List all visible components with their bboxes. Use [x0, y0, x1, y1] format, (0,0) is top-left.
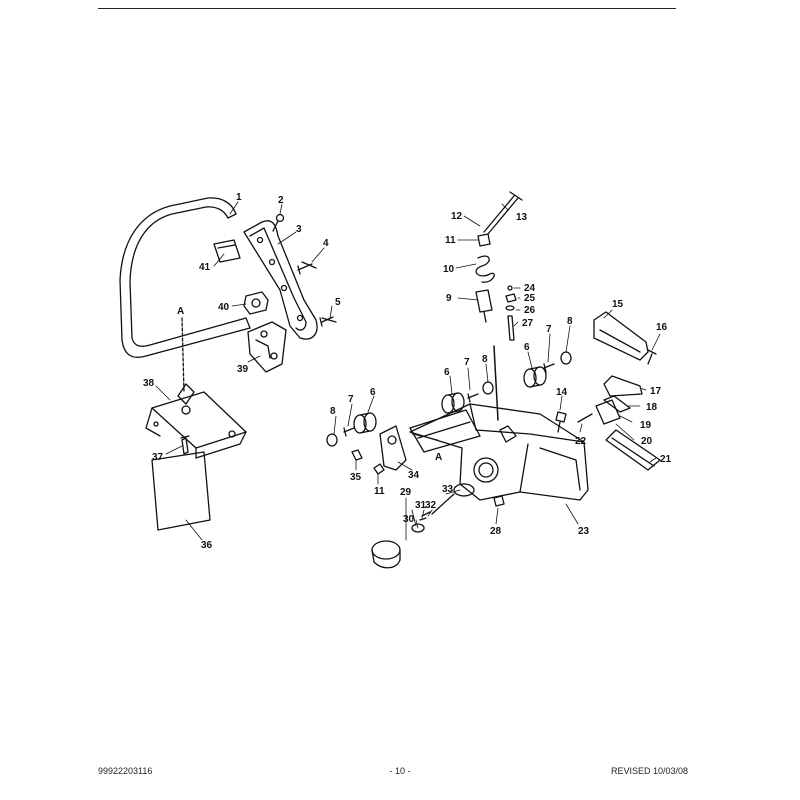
screw-5 [319, 316, 337, 327]
callout-21: 21 [660, 454, 672, 465]
callout-8b: 8 [482, 354, 488, 365]
callout-38: 38 [143, 378, 155, 389]
nut-8c [560, 351, 572, 365]
callout-5: 5 [335, 297, 341, 308]
bracket-34 [379, 425, 407, 471]
callout-36: 36 [201, 540, 213, 551]
callout-6a: 6 [370, 387, 376, 398]
callout-19: 19 [640, 420, 652, 431]
callout-16: 16 [656, 322, 668, 333]
callout-35: 35 [350, 472, 362, 483]
callout-41: 41 [199, 262, 211, 273]
screw-28 [493, 495, 505, 507]
part-24 [507, 285, 513, 291]
screw-7b [467, 393, 479, 403]
callout-10: 10 [443, 264, 455, 275]
callout-9: 9 [446, 293, 452, 304]
callout-40: 40 [218, 302, 230, 313]
plate-36 [151, 451, 211, 531]
clip-33 [431, 483, 475, 515]
mount-6c [523, 366, 547, 388]
callout-37: 37 [152, 452, 164, 463]
callout-8c: 8 [567, 316, 573, 327]
rear-cover [593, 311, 649, 361]
part-27 [507, 315, 515, 341]
screw-11b [373, 463, 385, 475]
callout-7b: 7 [464, 357, 470, 368]
callout-26: 26 [524, 305, 536, 316]
callout-6c: 6 [524, 342, 530, 353]
callout-33: 33 [442, 484, 454, 495]
callout-13: 13 [516, 212, 528, 223]
callout-31: 31 [415, 500, 427, 511]
mount-6a [353, 412, 377, 434]
callout-4: 4 [323, 238, 329, 249]
mount-plate [247, 321, 287, 373]
trigger-18 [603, 395, 631, 413]
screw-4 [297, 261, 317, 275]
screw-35 [351, 449, 363, 461]
handle-pad [605, 429, 661, 471]
callout-25: 25 [524, 293, 536, 304]
screw-7c [543, 363, 555, 373]
callout-32: 32 [425, 500, 437, 511]
front-handle [119, 197, 251, 358]
callout-3: 3 [296, 224, 302, 235]
callout-7c: 7 [546, 324, 552, 335]
footer-page-number: - 10 - [389, 766, 411, 776]
footer-part-number: 99922203116 [98, 766, 153, 776]
callout-14: 14 [556, 387, 568, 398]
footer-revision: REVISED 10/03/08 [610, 766, 688, 776]
callout-22: 22 [575, 436, 587, 447]
nut-8a [326, 433, 338, 447]
callout-39: 39 [237, 364, 249, 375]
callout-29: 29 [400, 487, 412, 498]
callout-2: 2 [278, 195, 284, 206]
screw-2 [272, 213, 285, 232]
callout-1: 1 [236, 192, 242, 203]
latch-20 [595, 399, 621, 425]
callout-28: 28 [490, 526, 502, 537]
part-26 [505, 305, 515, 311]
bolt-37 [180, 435, 190, 455]
callout-23: 23 [578, 526, 590, 537]
pipe-assembly [475, 233, 495, 323]
trigger-17 [603, 375, 643, 397]
callout-7a: 7 [348, 394, 354, 405]
mount-6b [441, 392, 465, 414]
tank-housing [409, 345, 589, 501]
callout-12: 12 [451, 211, 463, 222]
callout-24: 24 [524, 283, 536, 294]
pin-22 [577, 413, 593, 423]
screw-16 [647, 349, 657, 365]
handle-bracket [243, 220, 318, 340]
callout-11a: 11 [445, 235, 456, 246]
callout-34: 34 [408, 470, 420, 481]
callout-6b: 6 [444, 367, 450, 378]
callout-20: 20 [641, 436, 653, 447]
callout-15: 15 [612, 299, 624, 310]
section-a-label-right: A [435, 452, 442, 463]
tank-cap [371, 511, 431, 569]
callout-11b: 11 [374, 486, 385, 497]
screw-14 [555, 411, 567, 433]
bracket-a [409, 409, 481, 453]
rubber-mount-40 [243, 291, 269, 315]
top-rule [98, 8, 676, 9]
callout-8a: 8 [330, 406, 336, 417]
guard-bracket [145, 383, 247, 459]
callout-17: 17 [650, 386, 662, 397]
callout-30: 30 [403, 514, 415, 525]
oil-line-13 [483, 191, 523, 235]
grip-pad [213, 239, 241, 263]
nut-8b [482, 381, 494, 395]
section-a-label-left: A [177, 306, 184, 317]
screw-7a [343, 427, 355, 437]
callout-27: 27 [522, 318, 534, 329]
callout-18: 18 [646, 402, 658, 413]
part-25 [505, 293, 517, 303]
